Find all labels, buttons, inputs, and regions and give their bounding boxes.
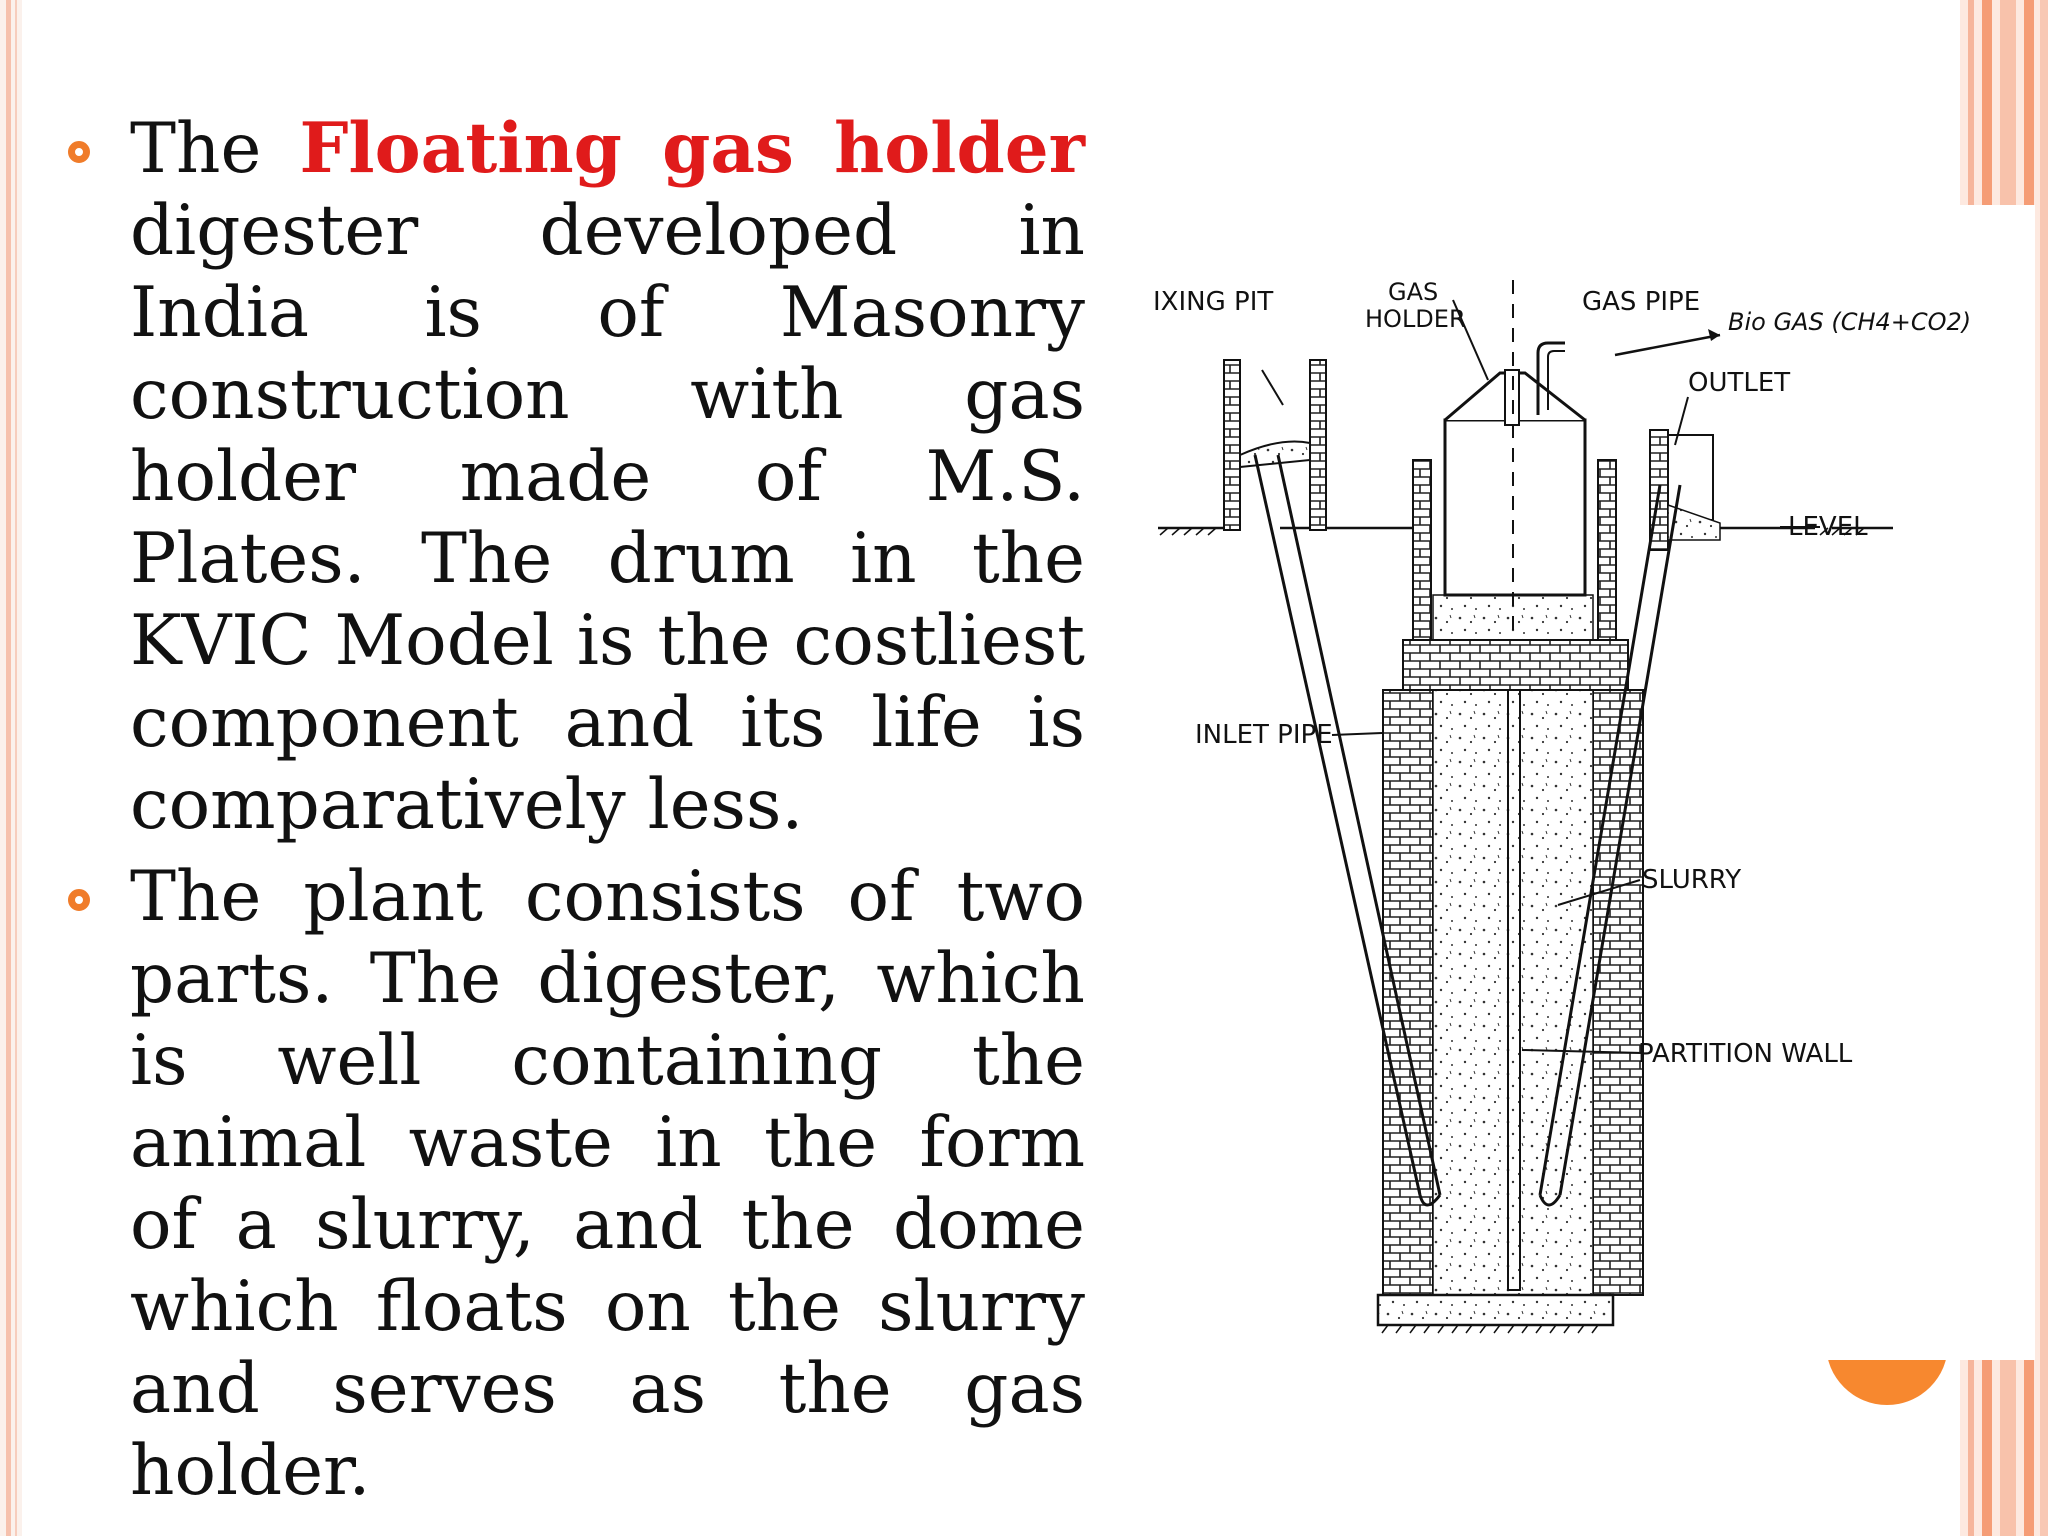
floating-gas-holder-diagram: IXING PIT GAS HOLDER GAS PIPE Bio GAS (C… bbox=[1153, 278, 1971, 1334]
partition-wall-label: PARTITION WALL bbox=[1638, 1039, 1853, 1069]
mixing-pit-floor bbox=[1239, 440, 1311, 469]
outlet-pipe bbox=[1538, 484, 1682, 1196]
outlet-pipe-bottom bbox=[1538, 1194, 1562, 1207]
mixing-pit-right-wall bbox=[1309, 359, 1327, 531]
gas-holder-drum bbox=[1443, 418, 1587, 597]
outlet-slope bbox=[1667, 503, 1721, 541]
digester-right-wall bbox=[1592, 689, 1644, 1296]
bullet-paragraph: The plant consists of two parts. The dig… bbox=[130, 857, 1085, 1511]
mixing-pit-left-wall bbox=[1223, 359, 1241, 531]
inlet-pipe-leader bbox=[1331, 732, 1383, 736]
gas-holder-label-line1: GAS bbox=[1388, 278, 1438, 306]
gas-pipe-inner bbox=[1547, 350, 1565, 410]
diagram-panel: IXING PIT GAS HOLDER GAS PIPE Bio GAS (C… bbox=[1120, 205, 2035, 1360]
digester-left-wall bbox=[1382, 689, 1434, 1296]
bio-gas-label: Bio GAS (CH4+CO2) bbox=[1728, 308, 1971, 336]
left-border-line bbox=[15, 0, 17, 1536]
bullet-item: The Floating gas holder digester develop… bbox=[60, 108, 1085, 846]
ring-bullet-icon bbox=[68, 889, 90, 911]
inlet-pipe-bottom bbox=[1418, 1194, 1442, 1207]
mixing-pit-leader bbox=[1261, 369, 1284, 406]
slurry-label: SLURRY bbox=[1642, 865, 1741, 895]
supporting-ledge bbox=[1402, 639, 1629, 691]
gas-holder-label-line2: HOLDER bbox=[1365, 305, 1466, 333]
outlet-label: OUTLET bbox=[1688, 368, 1790, 398]
slide-text-body: The Floating gas holder digester develop… bbox=[60, 108, 1085, 1512]
ground-hatch bbox=[1159, 527, 1865, 536]
bullet-prefix: The bbox=[130, 109, 300, 189]
outlet-leader bbox=[1674, 396, 1689, 446]
mixing-pit-label: IXING PIT bbox=[1153, 287, 1273, 317]
partition-wall-leader bbox=[1521, 1049, 1644, 1054]
gas-pipe-label: GAS PIPE bbox=[1582, 287, 1700, 317]
level-label: LEVEL bbox=[1788, 512, 1868, 542]
decorative-stripe bbox=[2040, 0, 2048, 1536]
foundation-hatch bbox=[1381, 1324, 1599, 1334]
ring-bullet-icon bbox=[68, 141, 90, 163]
bio-gas-arrow-head bbox=[1708, 329, 1720, 341]
partition-wall bbox=[1507, 689, 1521, 1291]
bio-gas-arrow bbox=[1614, 333, 1721, 357]
gas-holder-leader bbox=[1452, 299, 1489, 381]
inlet-pipe bbox=[1253, 454, 1442, 1196]
bullet-paragraph: The Floating gas holder digester develop… bbox=[130, 108, 1085, 846]
floating-gas-holder-highlight: Floating gas holder bbox=[299, 108, 1086, 189]
bullet-item: The plant consists of two parts. The dig… bbox=[60, 856, 1085, 1512]
left-border-line bbox=[6, 0, 11, 1536]
inlet-pipe-label: INLET PIPE bbox=[1195, 720, 1333, 750]
gas-pipe bbox=[1536, 341, 1565, 415]
left-decorative-border bbox=[0, 0, 22, 1536]
slurry-leader bbox=[1557, 879, 1641, 906]
bullet-text: digester developed in India is of Masonr… bbox=[130, 191, 1085, 845]
foundation-slab bbox=[1376, 1293, 1615, 1327]
